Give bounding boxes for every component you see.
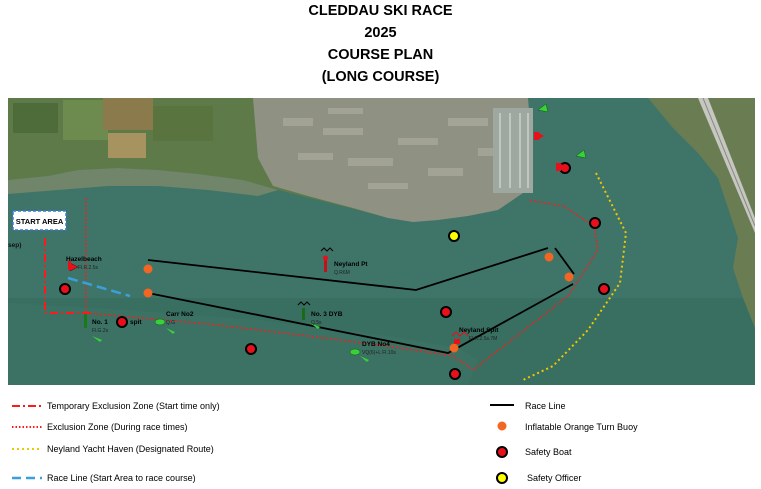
field <box>153 106 213 141</box>
field <box>108 133 146 158</box>
legend-orange-buoy: Inflatable Orange Turn Buoy <box>525 422 638 432</box>
legend-exclusion: Exclusion Zone (During race times) <box>47 422 188 432</box>
race-line-upper <box>147 247 549 291</box>
dyb-no4-label: DYB No4 <box>362 341 390 348</box>
field <box>13 103 58 133</box>
safety-boat <box>440 306 452 318</box>
marina <box>493 108 533 193</box>
buoy-labels: Hazelbeach Fl.R.2.5s Neyland Pt Q.R6M No… <box>66 256 499 356</box>
no1-sub: Fl.G.2s <box>92 328 109 334</box>
red-lateral-marker-icon <box>451 331 469 344</box>
safety-boat <box>59 283 71 295</box>
carr-no2-label: Carr No2 <box>166 311 194 318</box>
exclusion-zone-line <box>85 198 599 371</box>
title-line-4: (LONG COURSE) <box>321 69 440 85</box>
no1-label-tail: spit <box>130 319 142 326</box>
course-map-svg: START AREA sep) <box>8 98 755 385</box>
green-lateral-marker-icon <box>575 149 587 159</box>
race-line-east <box>554 247 575 275</box>
legend-race-line-start: Race Line (Start Area to race course) <box>47 473 196 483</box>
safety-boat <box>589 217 601 229</box>
safety-boat <box>449 368 461 380</box>
race-line-swatch <box>490 404 514 406</box>
legend-safety-boat: Safety Boat <box>525 447 572 457</box>
orange-buoy <box>544 252 554 262</box>
field <box>103 98 153 130</box>
cardinal-marker-icon <box>320 247 334 252</box>
safety-boat <box>245 343 257 355</box>
green-lateral-marker-icon <box>84 314 102 342</box>
red-lateral-marker-icon <box>323 255 328 272</box>
orange-buoy <box>143 288 153 298</box>
title-line-2: 2025 <box>364 25 397 41</box>
race-line-start-swatch <box>12 476 42 480</box>
safety-boat <box>598 283 610 295</box>
no3-dyb-label: No. 3 DYB <box>311 311 343 318</box>
carr-no2-sub: Q.G <box>166 320 175 326</box>
edge-label: sep) <box>8 242 21 249</box>
exclusion-swatch <box>12 426 42 428</box>
safety-boat-swatch <box>496 446 508 458</box>
neyland-spit-sub: Fl.R.2.5s.7M <box>469 336 497 342</box>
cardinal-marker-icon <box>297 301 311 320</box>
dyb-no4-sub: VQ(6)+L Fl.10s <box>362 350 396 356</box>
title-line-3: COURSE PLAN <box>327 47 434 63</box>
red-lateral-marker-icon <box>556 163 567 171</box>
tidal-mudflat <box>8 168 278 196</box>
start-area-box <box>12 210 67 231</box>
neyland-pt-label: Neyland Pt <box>334 261 368 268</box>
legend-yacht-haven: Neyland Yacht Haven (Designated Route) <box>47 444 214 454</box>
course-map: START AREA sep) <box>8 98 755 385</box>
red-lateral-marker-icon <box>68 261 79 272</box>
marina-pontoons <box>499 113 529 188</box>
green-lateral-marker-icon <box>310 323 320 329</box>
red-lateral-marker-icon <box>534 132 544 140</box>
hazelbeach-label: Hazelbeach <box>66 256 102 263</box>
legend-race-line: Race Line <box>525 401 566 411</box>
green-lateral-marker-icon <box>537 103 549 113</box>
bridge-edge <box>702 98 755 227</box>
legend-temp-exclusion: Temporary Exclusion Zone (Start time onl… <box>47 401 220 411</box>
start-area-label: START AREA <box>16 217 64 226</box>
orange-buoy-swatch <box>497 421 507 431</box>
safety-officer-swatch <box>496 472 508 484</box>
orange-buoy <box>449 343 459 353</box>
hazelbeach-sub: Fl.R.2.5s <box>78 265 99 271</box>
safety-officer <box>448 230 460 242</box>
temporary-exclusion-zone-line <box>44 238 90 314</box>
temp-exclusion-swatch <box>12 405 42 407</box>
yacht-haven-swatch <box>12 448 42 450</box>
orange-buoy <box>143 264 153 274</box>
field <box>63 100 108 140</box>
orange-buoys <box>143 252 574 353</box>
orange-buoy <box>564 272 574 282</box>
neyland-spit-label: Neyland Spit <box>459 327 499 334</box>
race-line-start <box>67 276 131 298</box>
title-block: CLEDDAU SKI RACE 2025 COURSE PLAN (LONG … <box>0 0 761 88</box>
neyland-pt-sub: Q.R6M <box>334 270 350 276</box>
green-lateral-marker-icon <box>154 318 175 334</box>
no1-label: No. 1 <box>92 319 108 326</box>
legend-safety-officer: Safety Officer <box>527 473 582 483</box>
green-lateral-marker-icon <box>349 348 369 362</box>
safety-boat <box>116 316 128 328</box>
yacht-haven-route <box>522 172 628 381</box>
no3-dyb-sub: Q.5s <box>311 320 322 326</box>
cleddau-bridge <box>698 98 755 233</box>
race-lines <box>147 247 575 354</box>
race-line-lower <box>147 283 574 354</box>
title-line-1: CLEDDAU SKI RACE <box>308 3 453 19</box>
